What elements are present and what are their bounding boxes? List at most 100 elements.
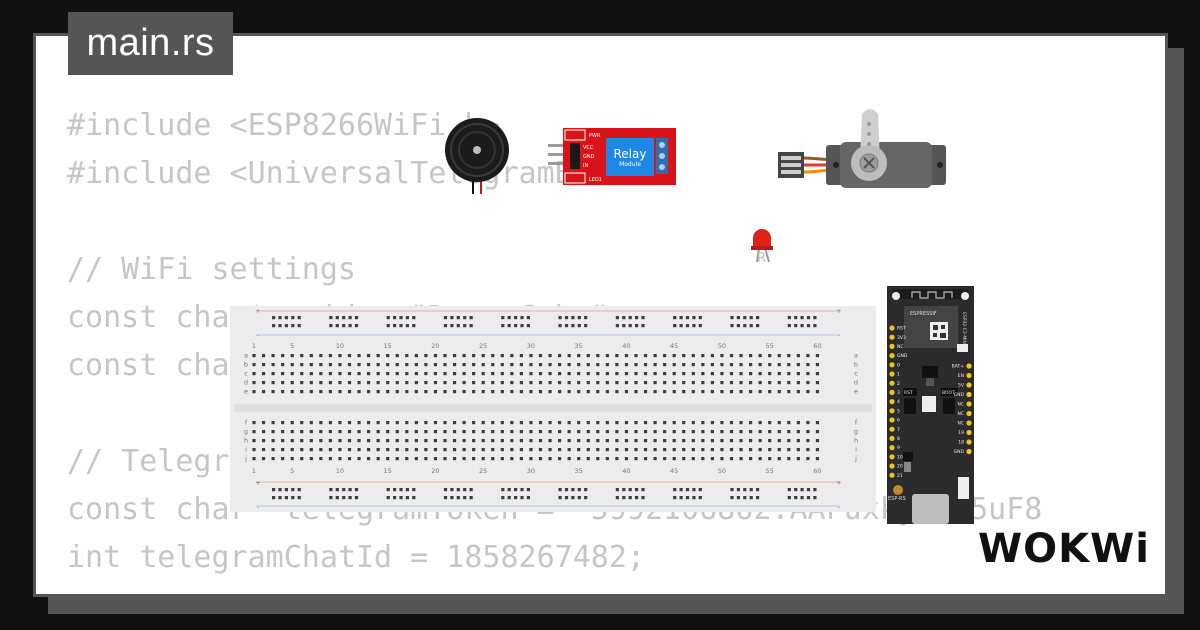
rail-sign: + xyxy=(255,307,260,315)
led-label: R xyxy=(757,251,766,266)
breadboard-column-number: 45 xyxy=(670,342,678,350)
breadboard-column-number: 15 xyxy=(384,342,392,350)
boot-button-label: BOOT xyxy=(942,390,955,396)
pin-hole[interactable] xyxy=(889,426,895,432)
breadboard-column-number: 10 xyxy=(336,467,344,475)
breadboard-row-label: f xyxy=(855,419,858,427)
breadboard-holes xyxy=(252,316,820,500)
breadboard-row-label: d xyxy=(854,379,858,387)
pin-label: 21 xyxy=(897,473,903,479)
buzzer[interactable] xyxy=(445,118,509,194)
pin-hole[interactable] xyxy=(889,417,895,423)
rst-button[interactable] xyxy=(904,398,916,414)
pin-hole[interactable] xyxy=(889,325,895,331)
breadboard-column-number: 50 xyxy=(718,467,726,475)
pin-hole[interactable] xyxy=(889,334,895,340)
breadboard-row-label: b xyxy=(244,361,248,369)
code-editor[interactable]: #include <ESP8266WiFi.h> #include <Unive… xyxy=(67,102,1042,582)
rail-sign: + xyxy=(255,479,260,487)
breadboard-row-label: a xyxy=(244,352,248,360)
boot-button[interactable] xyxy=(943,398,955,414)
pin-label: RST xyxy=(897,326,906,332)
relay-pin-in: IN xyxy=(583,163,588,169)
breadboard-row-label: h xyxy=(854,437,858,445)
pin-hole[interactable] xyxy=(966,448,972,455)
pin-label: EN xyxy=(958,373,964,379)
breadboard-column-number: 25 xyxy=(479,342,487,350)
pin-label: 6 xyxy=(897,418,900,424)
pin-hole[interactable] xyxy=(966,382,972,388)
pin-label: GND xyxy=(897,353,908,359)
esp32-c3-board[interactable]: ESPRESSIF ESP32-C3-MINI-1 RST BOOT ESP-R… xyxy=(887,286,974,524)
breadboard-column-number: 45 xyxy=(670,467,678,475)
pin-hole[interactable] xyxy=(966,401,972,407)
pin-hole[interactable] xyxy=(966,372,972,379)
pin-label: GND xyxy=(954,392,965,398)
pin-label: NC xyxy=(957,411,964,417)
breadboard-column-number: 10 xyxy=(336,342,344,350)
breadboard-row-label: g xyxy=(244,428,248,436)
relay-title: Relay xyxy=(614,147,647,161)
pin-label: 1 xyxy=(897,372,900,378)
breadboard-row-label: c xyxy=(854,370,858,378)
pin-hole[interactable] xyxy=(889,389,895,395)
relay-module[interactable]: PWR LED1 VCC GND IN Relay Module xyxy=(548,128,676,185)
breadboard-column-number: 5 xyxy=(290,467,294,475)
led-red[interactable]: R xyxy=(751,229,773,266)
file-tab[interactable]: main.rs xyxy=(68,12,233,75)
pin-hole[interactable] xyxy=(966,429,972,436)
breadboard-column-number: 55 xyxy=(766,342,774,350)
breadboard-labels: 1155101015152020252530303535404045455050… xyxy=(244,307,858,511)
pin-label: 18 xyxy=(958,440,964,446)
rail-sign: - xyxy=(257,331,260,339)
pin-label: 9 xyxy=(897,445,900,451)
breadboard[interactable]: 1155101015152020252530303535404045455050… xyxy=(230,306,876,512)
pin-hole[interactable] xyxy=(966,410,972,417)
pin-hole[interactable] xyxy=(889,353,895,359)
pin-label: NC xyxy=(957,402,964,408)
pin-hole[interactable] xyxy=(889,463,895,469)
wokwi-logo: WOKWi xyxy=(978,526,1150,572)
pin-label: 5V xyxy=(958,383,965,389)
pin-hole[interactable] xyxy=(889,362,895,368)
breadboard-column-number: 40 xyxy=(622,467,630,475)
rail-sign: - xyxy=(838,331,841,339)
code-line: int telegramChatId = 1858267482; xyxy=(67,540,645,575)
pin-hole[interactable] xyxy=(966,391,972,398)
pin-label: NC xyxy=(897,344,904,350)
code-line: // WiFi settings xyxy=(67,252,356,287)
pin-hole[interactable] xyxy=(889,472,895,478)
pin-label: 10 xyxy=(897,454,903,460)
pin-hole[interactable] xyxy=(889,371,895,377)
pin-hole[interactable] xyxy=(889,408,895,414)
pin-hole[interactable] xyxy=(889,343,895,349)
esp-module-label: ESP32-C3-MINI-1 xyxy=(961,312,967,350)
rail-sign: - xyxy=(838,503,841,511)
pin-hole[interactable] xyxy=(889,454,895,460)
breadboard-row-label: e xyxy=(244,388,248,396)
pin-hole[interactable] xyxy=(889,399,895,405)
usb-c-port[interactable] xyxy=(912,494,949,524)
breadboard-column-number: 25 xyxy=(479,467,487,475)
servo[interactable] xyxy=(778,109,946,188)
breadboard-row-label: f xyxy=(245,419,248,427)
breadboard-column-number: 60 xyxy=(813,467,821,475)
pin-hole[interactable] xyxy=(889,445,895,451)
pin-hole[interactable] xyxy=(966,363,972,369)
pin-label: 20 xyxy=(897,464,903,470)
breadboard-row-label: g xyxy=(854,428,858,436)
pin-hole[interactable] xyxy=(966,420,972,426)
pin-label: 7 xyxy=(897,427,900,433)
pin-hole[interactable] xyxy=(889,435,895,441)
relay-subtitle: Module xyxy=(619,161,641,168)
pin-hole[interactable] xyxy=(889,380,895,386)
relay-led-label: LED1 xyxy=(589,177,602,183)
breadboard-column-number: 40 xyxy=(622,342,630,350)
pin-label: 2 xyxy=(897,381,900,387)
pin-hole[interactable] xyxy=(966,439,972,445)
breadboard-column-number: 50 xyxy=(718,342,726,350)
breadboard-column-number: 15 xyxy=(384,467,392,475)
pin-label: 0 xyxy=(897,362,900,368)
breadboard-column-number: 20 xyxy=(431,342,439,350)
rail-sign: + xyxy=(836,307,841,315)
